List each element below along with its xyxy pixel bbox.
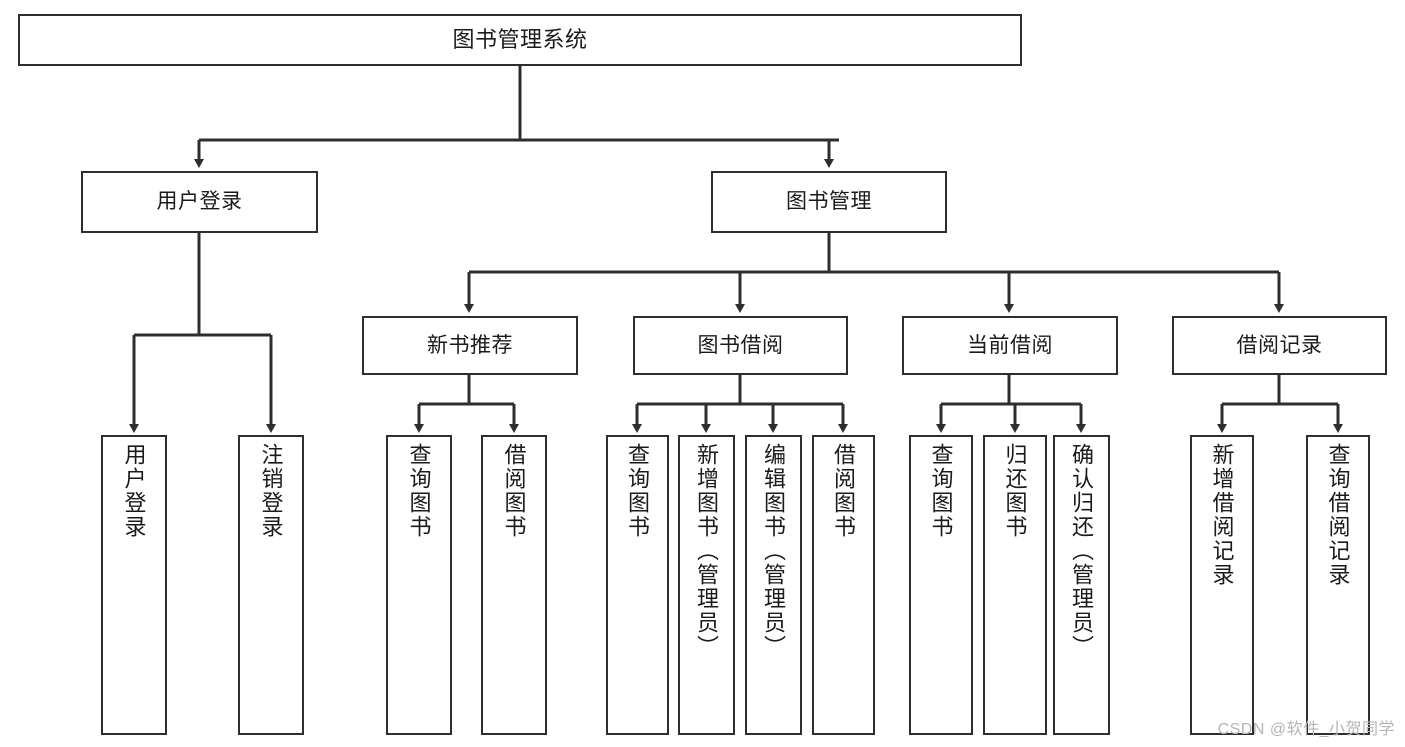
node-leaf-logout-login[interactable]: 注销登录 [238,435,304,735]
node-leaf-add-borrow-record-label: 新增借阅记录 [1209,443,1235,587]
node-borrow-record[interactable]: 借阅记录 [1172,316,1387,375]
node-root[interactable]: 图书管理系统 [18,14,1022,66]
node-new-book-recommend-label: 新书推荐 [427,333,513,357]
node-root-label: 图书管理系统 [452,26,588,52]
node-leaf-query-books-2-label: 查询图书 [625,443,651,539]
node-leaf-borrow-books-2[interactable]: 借阅图书 [812,435,875,735]
node-book-borrow[interactable]: 图书借阅 [633,316,848,375]
node-leaf-edit-book-admin[interactable]: 编辑图书（管理员） [745,435,802,735]
node-leaf-edit-book-admin-label: 编辑图书（管理员） [761,443,787,659]
node-leaf-user-login-label: 用户登录 [121,443,147,539]
node-borrow-record-label: 借阅记录 [1236,333,1323,357]
node-leaf-return-books-label: 归还图书 [1002,443,1028,539]
node-leaf-borrow-books-2-label: 借阅图书 [831,443,857,539]
node-leaf-query-books-1[interactable]: 查询图书 [386,435,452,735]
watermark: CSDN @软件_小贺同学 [1217,721,1395,738]
node-current-borrow-label: 当前借阅 [967,333,1053,357]
node-leaf-query-borrow-record[interactable]: 查询借阅记录 [1306,435,1370,735]
node-leaf-logout-login-label: 注销登录 [258,443,284,539]
node-leaf-confirm-return-admin-label: 确认归还（管理员） [1069,443,1095,659]
node-leaf-query-books-2[interactable]: 查询图书 [606,435,669,735]
node-current-borrow[interactable]: 当前借阅 [902,316,1118,375]
node-leaf-query-books-1-label: 查询图书 [406,443,432,539]
node-new-book-recommend[interactable]: 新书推荐 [362,316,578,375]
node-leaf-query-books-3[interactable]: 查询图书 [909,435,973,735]
node-leaf-user-login[interactable]: 用户登录 [101,435,167,735]
node-leaf-add-borrow-record[interactable]: 新增借阅记录 [1190,435,1254,735]
node-leaf-borrow-books-1-label: 借阅图书 [501,443,527,539]
node-leaf-query-borrow-record-label: 查询借阅记录 [1325,443,1351,587]
node-leaf-return-books[interactable]: 归还图书 [983,435,1047,735]
node-book-borrow-label: 图书借阅 [697,333,784,357]
node-leaf-query-books-3-label: 查询图书 [928,443,954,539]
node-book-manage[interactable]: 图书管理 [711,171,947,233]
node-leaf-borrow-books-1[interactable]: 借阅图书 [481,435,547,735]
node-leaf-add-book-admin-label: 新增图书（管理员） [694,443,720,659]
node-user-login[interactable]: 用户登录 [81,171,318,233]
node-user-login-label: 用户登录 [156,190,243,214]
node-leaf-confirm-return-admin[interactable]: 确认归还（管理员） [1053,435,1110,735]
node-leaf-add-book-admin[interactable]: 新增图书（管理员） [678,435,735,735]
node-book-manage-label: 图书管理 [786,190,872,214]
